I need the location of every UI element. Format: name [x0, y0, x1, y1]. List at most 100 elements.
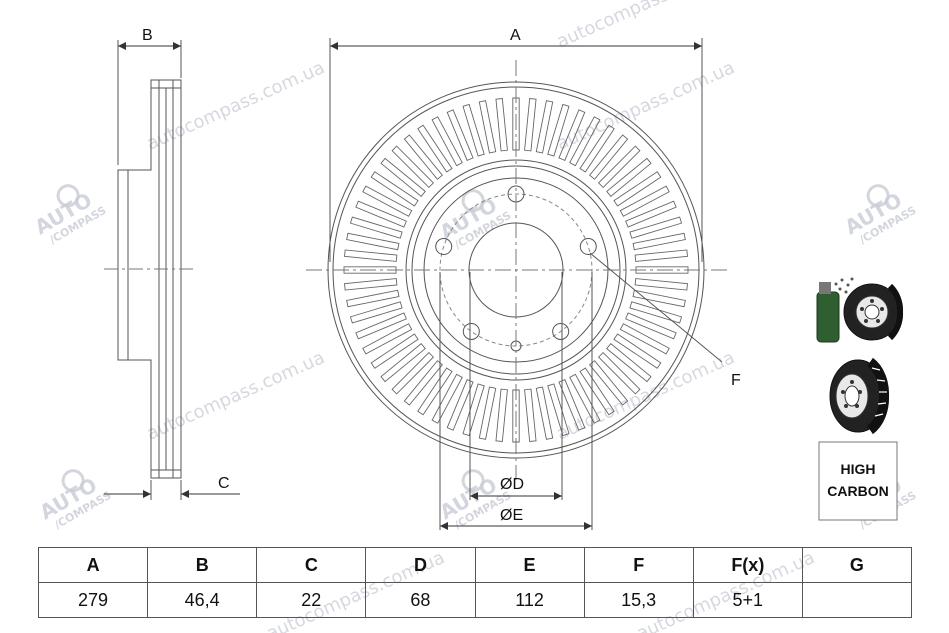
vent-slot: [446, 379, 474, 431]
spec-header-c: C: [256, 547, 367, 583]
spec-table: A B C D E F F(x) G 279 46,4 22 68 112 15…: [37, 547, 913, 618]
spec-value-c: 22: [256, 582, 367, 618]
vent-slot: [547, 103, 570, 157]
spec-value-d: 68: [365, 582, 476, 618]
spec-value-a: 279: [37, 582, 149, 618]
high-carbon-line2: CARBON: [827, 483, 888, 499]
vent-slot: [632, 232, 686, 251]
vent-slot: [355, 200, 407, 228]
vent-slot: [403, 360, 443, 406]
vent-slot: [417, 367, 453, 416]
high-carbon-badge: HIGH CARBON: [818, 441, 898, 521]
vent-slot: [634, 249, 688, 262]
vent-slots: [343, 97, 689, 443]
spec-header-e: E: [474, 547, 585, 583]
vent-slot: [391, 145, 435, 189]
vent-slot: [524, 98, 537, 152]
vent-slot: [619, 185, 670, 217]
vent-slot: [462, 383, 485, 437]
vent-slot: [589, 360, 629, 406]
dimension-b-label: B: [142, 27, 153, 44]
vent-slot: [417, 124, 453, 173]
dimension-e-label: ØE: [500, 507, 523, 524]
vent-slot: [462, 103, 485, 157]
dimension-f-label: F: [731, 372, 741, 389]
vent-slot: [606, 343, 652, 383]
disc-front-view: [306, 38, 728, 530]
watermark-url: autocompass.com.ua: [143, 347, 327, 444]
vent-slot: [349, 216, 403, 239]
spec-value-b: 46,4: [147, 582, 258, 618]
spec-header-f: F: [583, 547, 694, 583]
high-carbon-line1: HIGH: [841, 461, 876, 477]
vent-slot: [343, 266, 397, 274]
dimension-d: ØD: [470, 476, 562, 500]
vent-slot: [589, 134, 629, 180]
spec-header-a: A: [37, 547, 149, 583]
vent-slot: [370, 333, 419, 369]
dimension-a: A: [330, 27, 702, 50]
vent-slot: [535, 386, 554, 440]
vent-slot: [634, 278, 688, 291]
vent-slot: [629, 301, 683, 324]
vent-slot: [495, 388, 508, 442]
vent-slot: [346, 289, 400, 308]
vent-slot: [597, 145, 641, 189]
watermark-logo: AUTO /COMPASS: [436, 189, 514, 252]
watermark-url: autocompass.com.ua: [143, 57, 327, 154]
dimension-a-label: A: [510, 27, 521, 44]
vent-slot: [446, 109, 474, 161]
vent-slot: [346, 232, 400, 251]
vent-slot: [597, 351, 641, 395]
vent-slot: [431, 373, 463, 424]
vent-slot: [362, 185, 413, 217]
vent-slot: [512, 389, 520, 443]
dimension-d-label: ØD: [500, 476, 524, 493]
spec-header-row: A B C D E F F(x) G: [37, 547, 913, 583]
vent-slot: [478, 386, 497, 440]
vent-slot: [558, 379, 586, 431]
vent-slot: [625, 312, 677, 340]
dimension-c-label: C: [218, 475, 230, 492]
watermark-logo: AUTO /COMPASS: [36, 469, 114, 532]
spec-value-row: 279 46,4 22 68 112 15,3 5+1: [37, 582, 913, 618]
dimension-e: ØE: [440, 507, 592, 530]
vent-slot: [355, 312, 407, 340]
vent-slot: [344, 278, 398, 291]
anti-corrosion-spray-icon: [816, 277, 904, 343]
vent-slot: [362, 323, 413, 355]
disc-side-profile: [104, 40, 196, 500]
watermark-url: autocompass.com.ua: [553, 57, 737, 154]
vent-slot: [391, 351, 435, 395]
vent-slot: [380, 343, 426, 383]
spec-header-d: D: [365, 547, 476, 583]
vent-slot: [613, 333, 662, 369]
bolt-hole: [552, 322, 570, 340]
vent-slot: [431, 116, 463, 167]
bolt-hole: [435, 238, 453, 256]
vent-slot: [613, 171, 662, 207]
vent-slot: [344, 249, 398, 262]
watermark-url: autocompass.com.ua: [553, 0, 737, 53]
dimension-c: C: [104, 475, 240, 498]
vent-slot: [547, 383, 570, 437]
vent-slot: [478, 100, 497, 154]
vent-slot: [632, 289, 686, 308]
vent-slot: [579, 367, 615, 416]
vent-slot: [349, 301, 403, 324]
spec-header-b: B: [147, 547, 258, 583]
vent-slot: [535, 100, 554, 154]
spec-value-fx: 5+1: [692, 582, 803, 618]
vent-slot: [629, 216, 683, 239]
vent-slot: [635, 266, 689, 274]
vent-slot: [495, 98, 508, 152]
vent-slot: [619, 323, 670, 355]
vent-slot: [606, 157, 652, 197]
watermark-logo: AUTO /COMPASS: [841, 184, 919, 247]
vent-slot: [380, 157, 426, 197]
vent-slot: [512, 97, 520, 151]
watermark-logo: AUTO /COMPASS: [31, 184, 109, 247]
spec-header-g: G: [801, 547, 913, 583]
bolt-hole: [579, 238, 597, 256]
